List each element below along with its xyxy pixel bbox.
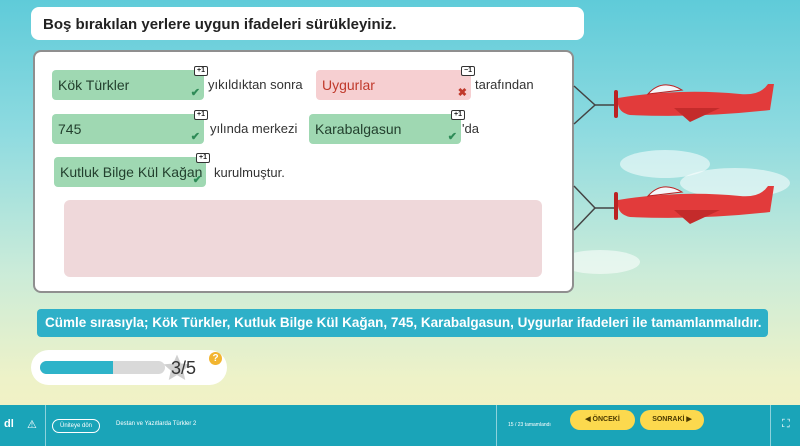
- minus-one-badge: −1: [461, 66, 475, 76]
- check-icon: ✔: [192, 174, 202, 186]
- check-icon: ✔: [447, 131, 457, 143]
- fullscreen-icon[interactable]: ⛶: [782, 418, 790, 430]
- drop-zone[interactable]: [64, 200, 542, 277]
- sentence-word: 'da: [462, 121, 479, 136]
- divider: [770, 405, 771, 446]
- plus-one-badge: +1: [194, 110, 208, 120]
- check-icon: ✔: [190, 131, 200, 143]
- plane-bottom-icon: [573, 185, 774, 231]
- check-icon: ✔: [190, 87, 200, 99]
- back-to-unit-button[interactable]: Üniteye dön: [52, 419, 100, 433]
- star-icon: [163, 354, 191, 380]
- chip-label: Uygurlar: [322, 77, 375, 93]
- answer-chip-karabalgasun[interactable]: Karabalgasun +1 ✔: [309, 110, 465, 144]
- bottom-navigation-bar: dl ⚠ Üniteye dön Destan ve Yazıtlarda Tü…: [0, 405, 800, 446]
- sentence-word: kurulmuştur.: [214, 165, 285, 180]
- progress-bar: [40, 361, 165, 374]
- help-icon[interactable]: ?: [209, 352, 222, 365]
- chip-label: Kutluk Bilge Kül Kağan: [60, 164, 203, 180]
- sentence-word: yıkıldıktan sonra: [208, 77, 303, 92]
- airplanes-illustration: [573, 84, 774, 231]
- sentence-word: yılında merkezi: [210, 121, 298, 136]
- sentence-panel: Kök Türkler +1 ✔ yıkıldıktan sonra Uygur…: [33, 50, 574, 293]
- plus-one-badge: +1: [196, 153, 210, 163]
- logo-icon[interactable]: dl: [4, 418, 14, 430]
- plus-one-badge: +1: [194, 66, 208, 76]
- answer-chip-uygurlar[interactable]: Uygurlar −1 ✖: [316, 66, 475, 100]
- score-progress: 3/5 ?: [31, 350, 227, 385]
- divider: [45, 405, 46, 446]
- chip-label: Kök Türkler: [58, 77, 130, 93]
- course-title: Destan ve Yazıtlarda Türkler 2: [116, 421, 197, 427]
- progress-bar-fill: [40, 361, 113, 374]
- chip-label: Karabalgasun: [315, 121, 402, 137]
- divider: [496, 405, 497, 446]
- question-prompt: Boş bırakılan yerlere uygun ifadeleri sü…: [31, 7, 584, 40]
- next-button[interactable]: SONRAKİ ▶: [640, 410, 704, 430]
- chip-label: 745: [58, 121, 82, 137]
- answer-chip-745[interactable]: 745 +1 ✔: [52, 110, 208, 144]
- previous-button[interactable]: ◀ ÖNCEKİ: [570, 410, 635, 430]
- sentence-word: tarafından: [475, 77, 534, 92]
- warning-icon[interactable]: ⚠: [27, 419, 37, 431]
- answer-chip-kutluk-bilge-kul-kagan[interactable]: Kutluk Bilge Kül Kağan +1 ✔: [54, 153, 210, 187]
- page-counter: 15 / 23 tamamlandı: [508, 422, 551, 428]
- plane-top-icon: [573, 84, 774, 125]
- score-text: 3/5: [171, 358, 197, 378]
- plus-one-badge: +1: [451, 110, 465, 120]
- cross-icon: ✖: [457, 87, 467, 99]
- feedback-banner: Cümle sırasıyla; Kök Türkler, Kutluk Bil…: [37, 309, 768, 337]
- answer-chip-kok-turkler[interactable]: Kök Türkler +1 ✔: [52, 66, 208, 100]
